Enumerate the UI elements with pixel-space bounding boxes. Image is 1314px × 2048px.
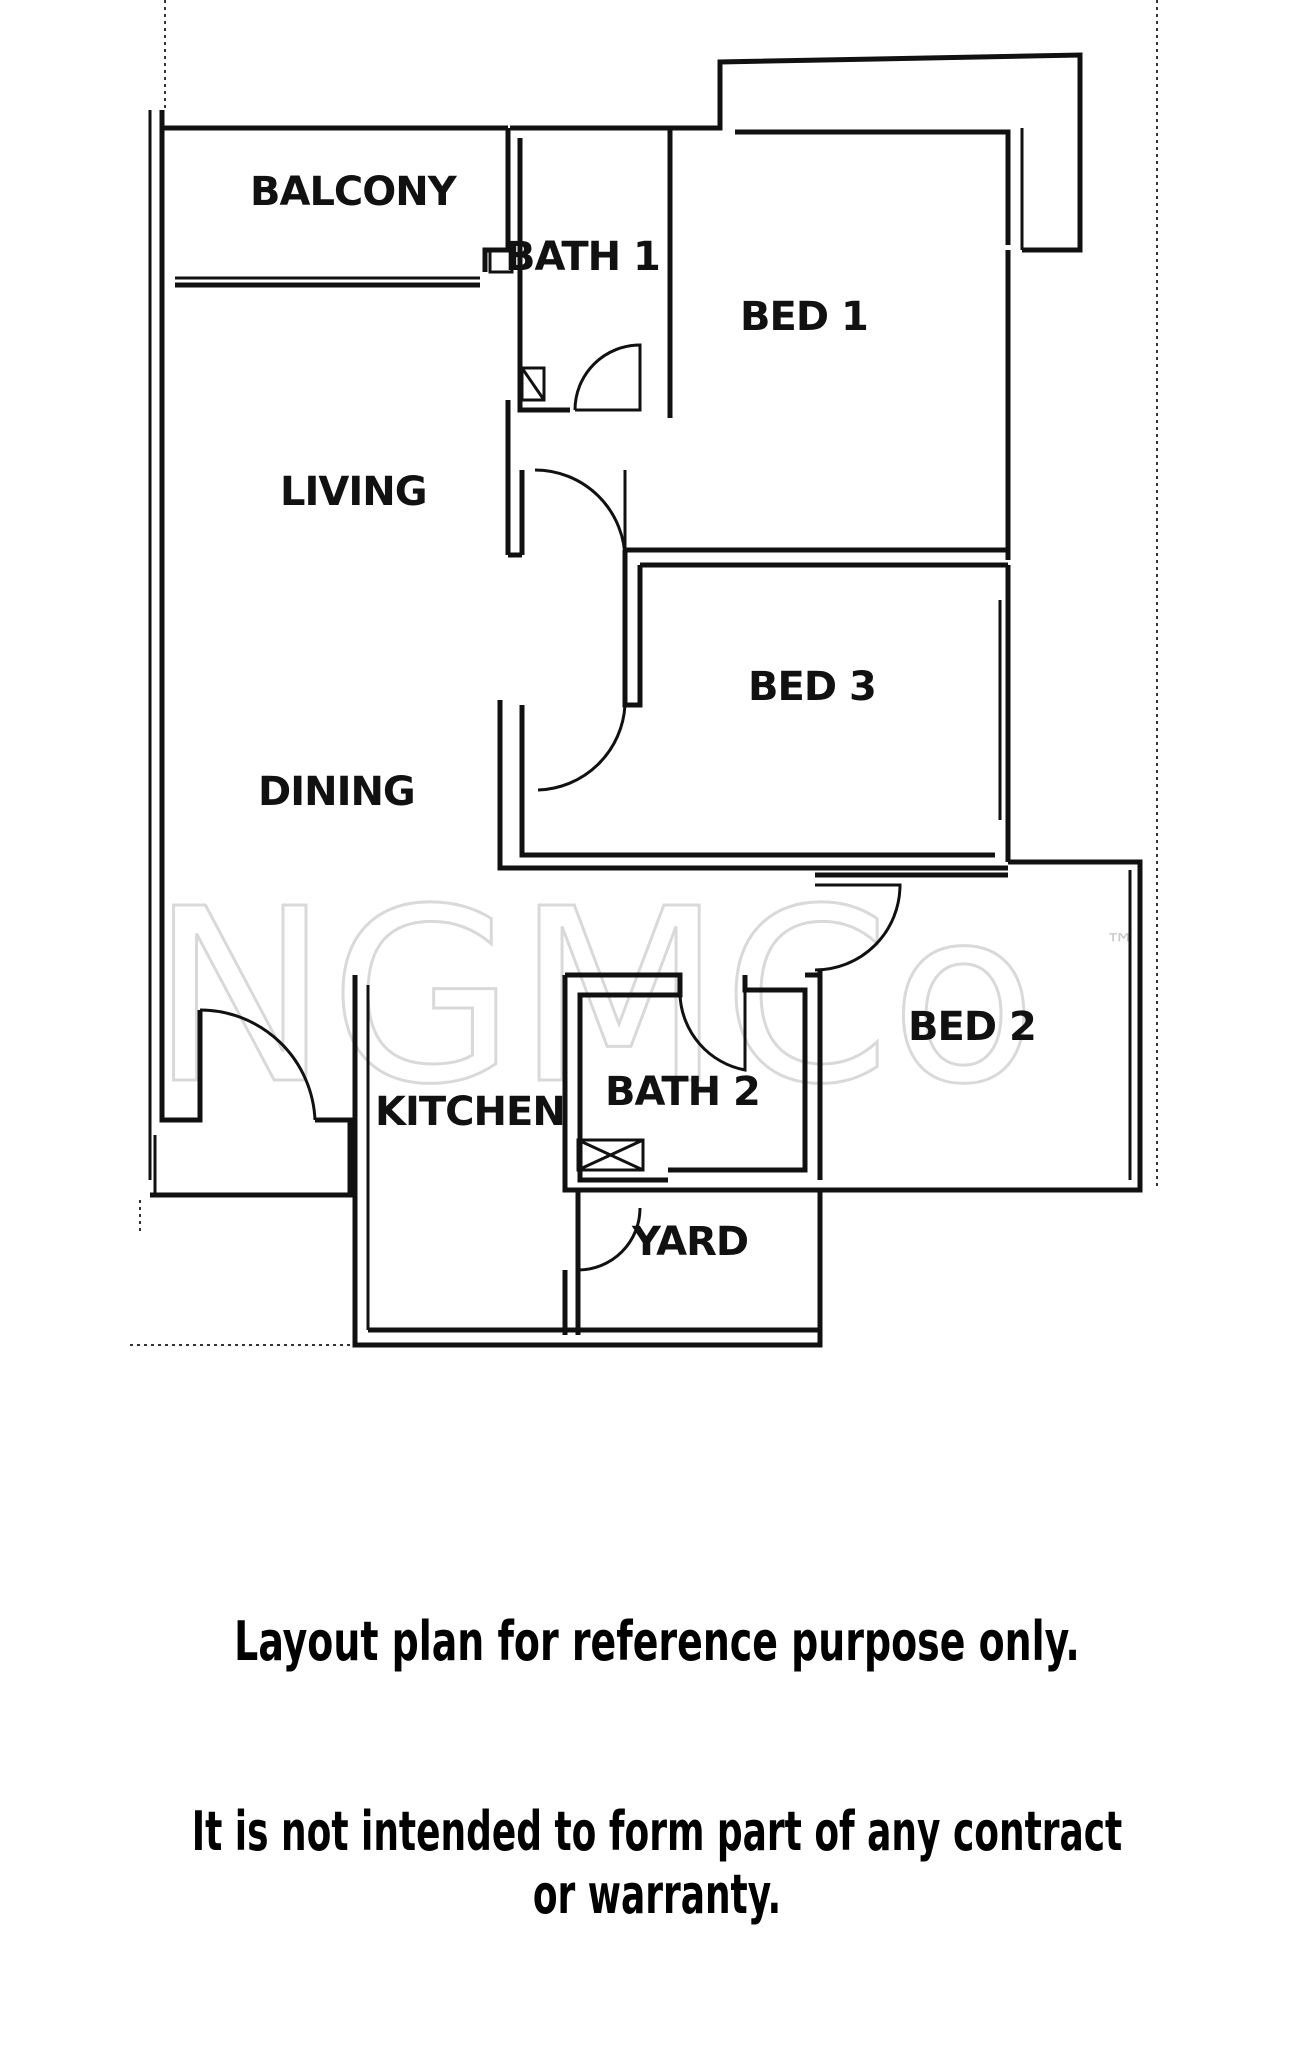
- door-bed2: [814, 883, 902, 972]
- room-label-living: LIVING: [280, 469, 427, 515]
- disclaimer-line-1: Layout plan for reference purpose only.: [234, 1610, 1080, 1673]
- room-label-balcony: BALCONY: [250, 169, 458, 215]
- doors: [199, 343, 902, 1272]
- walls: [148, 52, 1143, 1348]
- bath1-shaft-icon: [520, 366, 546, 402]
- room-label-bath1: BATH 1: [505, 234, 660, 280]
- room-label-bed2: BED 2: [908, 1004, 1036, 1050]
- room-label-bed3: BED 3: [748, 664, 876, 710]
- door-bed3: [537, 704, 627, 792]
- room-label-dining: DINING: [258, 769, 415, 815]
- door-bed1: [534, 468, 627, 561]
- door-main: [199, 1008, 317, 1121]
- door-bath2: [678, 990, 747, 1072]
- disclaimer-line-2: It is not intended to form part of any c…: [191, 1800, 1123, 1926]
- room-label-bath2: BATH 2: [605, 1069, 760, 1115]
- room-label-yard: YARD: [631, 1219, 748, 1265]
- door-yard: [577, 1207, 642, 1272]
- bath2-shaft-icon: [576, 1138, 645, 1172]
- room-label-bed1: BED 1: [740, 294, 868, 340]
- room-labels: BALCONY BATH 1 BED 1 LIVING BED 3 DINING…: [250, 169, 1037, 1265]
- bath1-vent-icon: [488, 248, 514, 274]
- fixtures: [488, 248, 645, 1172]
- room-label-kitchen: KITCHEN: [375, 1089, 565, 1135]
- door-bath1: [573, 343, 642, 412]
- floor-plan: NGMCo ™: [130, 0, 1158, 1348]
